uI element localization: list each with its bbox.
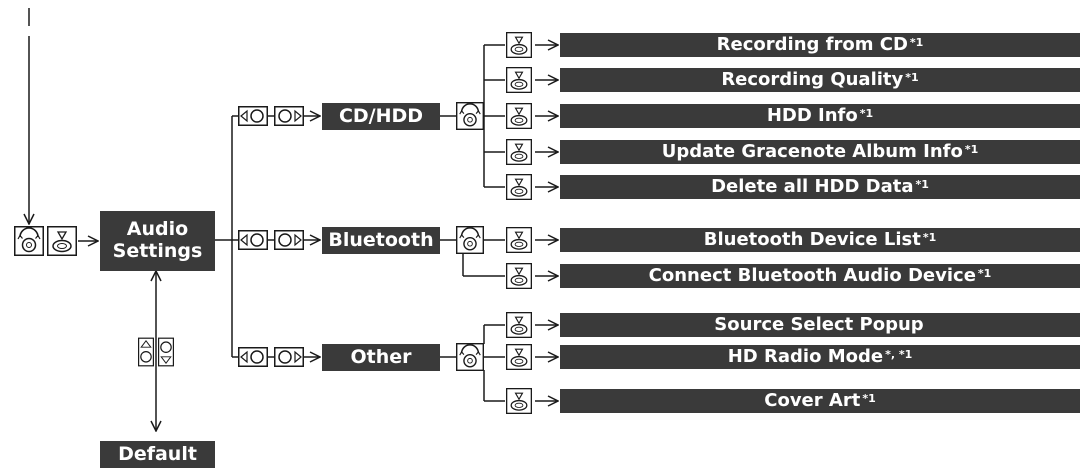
menu-item-label: Recording Quality bbox=[721, 68, 904, 90]
press-icon bbox=[505, 174, 533, 200]
audio-settings-line2: Settings bbox=[112, 240, 203, 262]
footnote-mark: *1 bbox=[862, 391, 876, 405]
dial-press-icon bbox=[456, 102, 484, 130]
press-icon bbox=[505, 227, 533, 253]
footnote-mark: *1 bbox=[859, 106, 874, 120]
menu-item[interactable]: Recording from CD*1 bbox=[560, 33, 1080, 57]
menu-cdhdd[interactable]: CD/HDD bbox=[322, 103, 440, 130]
dial-press-icon bbox=[14, 226, 44, 256]
menu-bluetooth[interactable]: Bluetooth bbox=[322, 227, 440, 254]
press-icon bbox=[47, 226, 77, 256]
menu-other[interactable]: Other bbox=[322, 344, 440, 371]
menu-item[interactable]: Source Select Popup bbox=[560, 313, 1080, 337]
rotate-left-icon bbox=[238, 106, 268, 126]
menu-item-label: Bluetooth Device List bbox=[703, 228, 921, 250]
menu-item[interactable]: Update Gracenote Album Info*1 bbox=[560, 140, 1080, 164]
footnote-mark: *1 bbox=[905, 70, 919, 84]
dial-press-icon bbox=[456, 343, 484, 371]
footnote-mark: *1 bbox=[964, 142, 979, 156]
press-icon bbox=[505, 67, 533, 93]
menu-other-label: Other bbox=[350, 345, 412, 368]
press-icon bbox=[505, 139, 533, 165]
menu-item[interactable]: Recording Quality*1 bbox=[560, 68, 1080, 92]
move-down-icon bbox=[158, 336, 174, 368]
press-icon bbox=[505, 344, 533, 370]
menu-item-label: Connect Bluetooth Audio Device bbox=[648, 264, 976, 286]
menu-item-label: Recording from CD bbox=[716, 33, 908, 55]
menu-item[interactable]: Connect Bluetooth Audio Device*1 bbox=[560, 264, 1080, 288]
menu-item-label: HDD Info bbox=[766, 104, 858, 126]
rotate-left-icon bbox=[238, 347, 268, 367]
menu-item[interactable]: Delete all HDD Data*1 bbox=[560, 175, 1080, 199]
dial-press-icon bbox=[456, 226, 484, 254]
menu-item-label: Source Select Popup bbox=[714, 313, 924, 335]
move-up-icon bbox=[138, 336, 154, 368]
footnote-mark: *1 bbox=[977, 266, 992, 280]
press-icon bbox=[505, 388, 533, 414]
menu-bluetooth-label: Bluetooth bbox=[328, 228, 434, 251]
connector-lines bbox=[29, 8, 558, 431]
press-icon bbox=[505, 103, 533, 129]
rotate-right-icon bbox=[274, 347, 304, 367]
footnote-mark: *1 bbox=[922, 230, 937, 244]
audio-settings-box[interactable]: Audio Settings bbox=[100, 211, 215, 271]
press-icon bbox=[505, 32, 533, 58]
default-box[interactable]: Default bbox=[100, 441, 215, 468]
menu-item[interactable]: HD Radio Mode*, *1 bbox=[560, 345, 1080, 369]
menu-item[interactable]: HDD Info*1 bbox=[560, 104, 1080, 128]
menu-item-label: Cover Art bbox=[764, 389, 861, 411]
menu-item-label: Update Gracenote Album Info bbox=[661, 140, 963, 162]
rotate-left-icon bbox=[238, 230, 268, 250]
press-icon bbox=[505, 263, 533, 289]
footnote-mark: *1 bbox=[909, 35, 924, 49]
footnote-mark: *1 bbox=[915, 177, 929, 191]
audio-settings-line1: Audio bbox=[126, 218, 189, 241]
menu-cdhdd-label: CD/HDD bbox=[338, 104, 424, 127]
menu-item[interactable]: Bluetooth Device List*1 bbox=[560, 228, 1080, 252]
footnote-mark: *, *1 bbox=[885, 347, 913, 361]
rotate-right-icon bbox=[274, 230, 304, 250]
press-icon bbox=[505, 312, 533, 338]
default-label: Default bbox=[118, 442, 197, 465]
menu-item[interactable]: Cover Art*1 bbox=[560, 389, 1080, 413]
rotate-right-icon bbox=[274, 106, 304, 126]
menu-item-label: Delete all HDD Data bbox=[711, 175, 914, 197]
menu-item-label: HD Radio Mode bbox=[727, 345, 884, 367]
